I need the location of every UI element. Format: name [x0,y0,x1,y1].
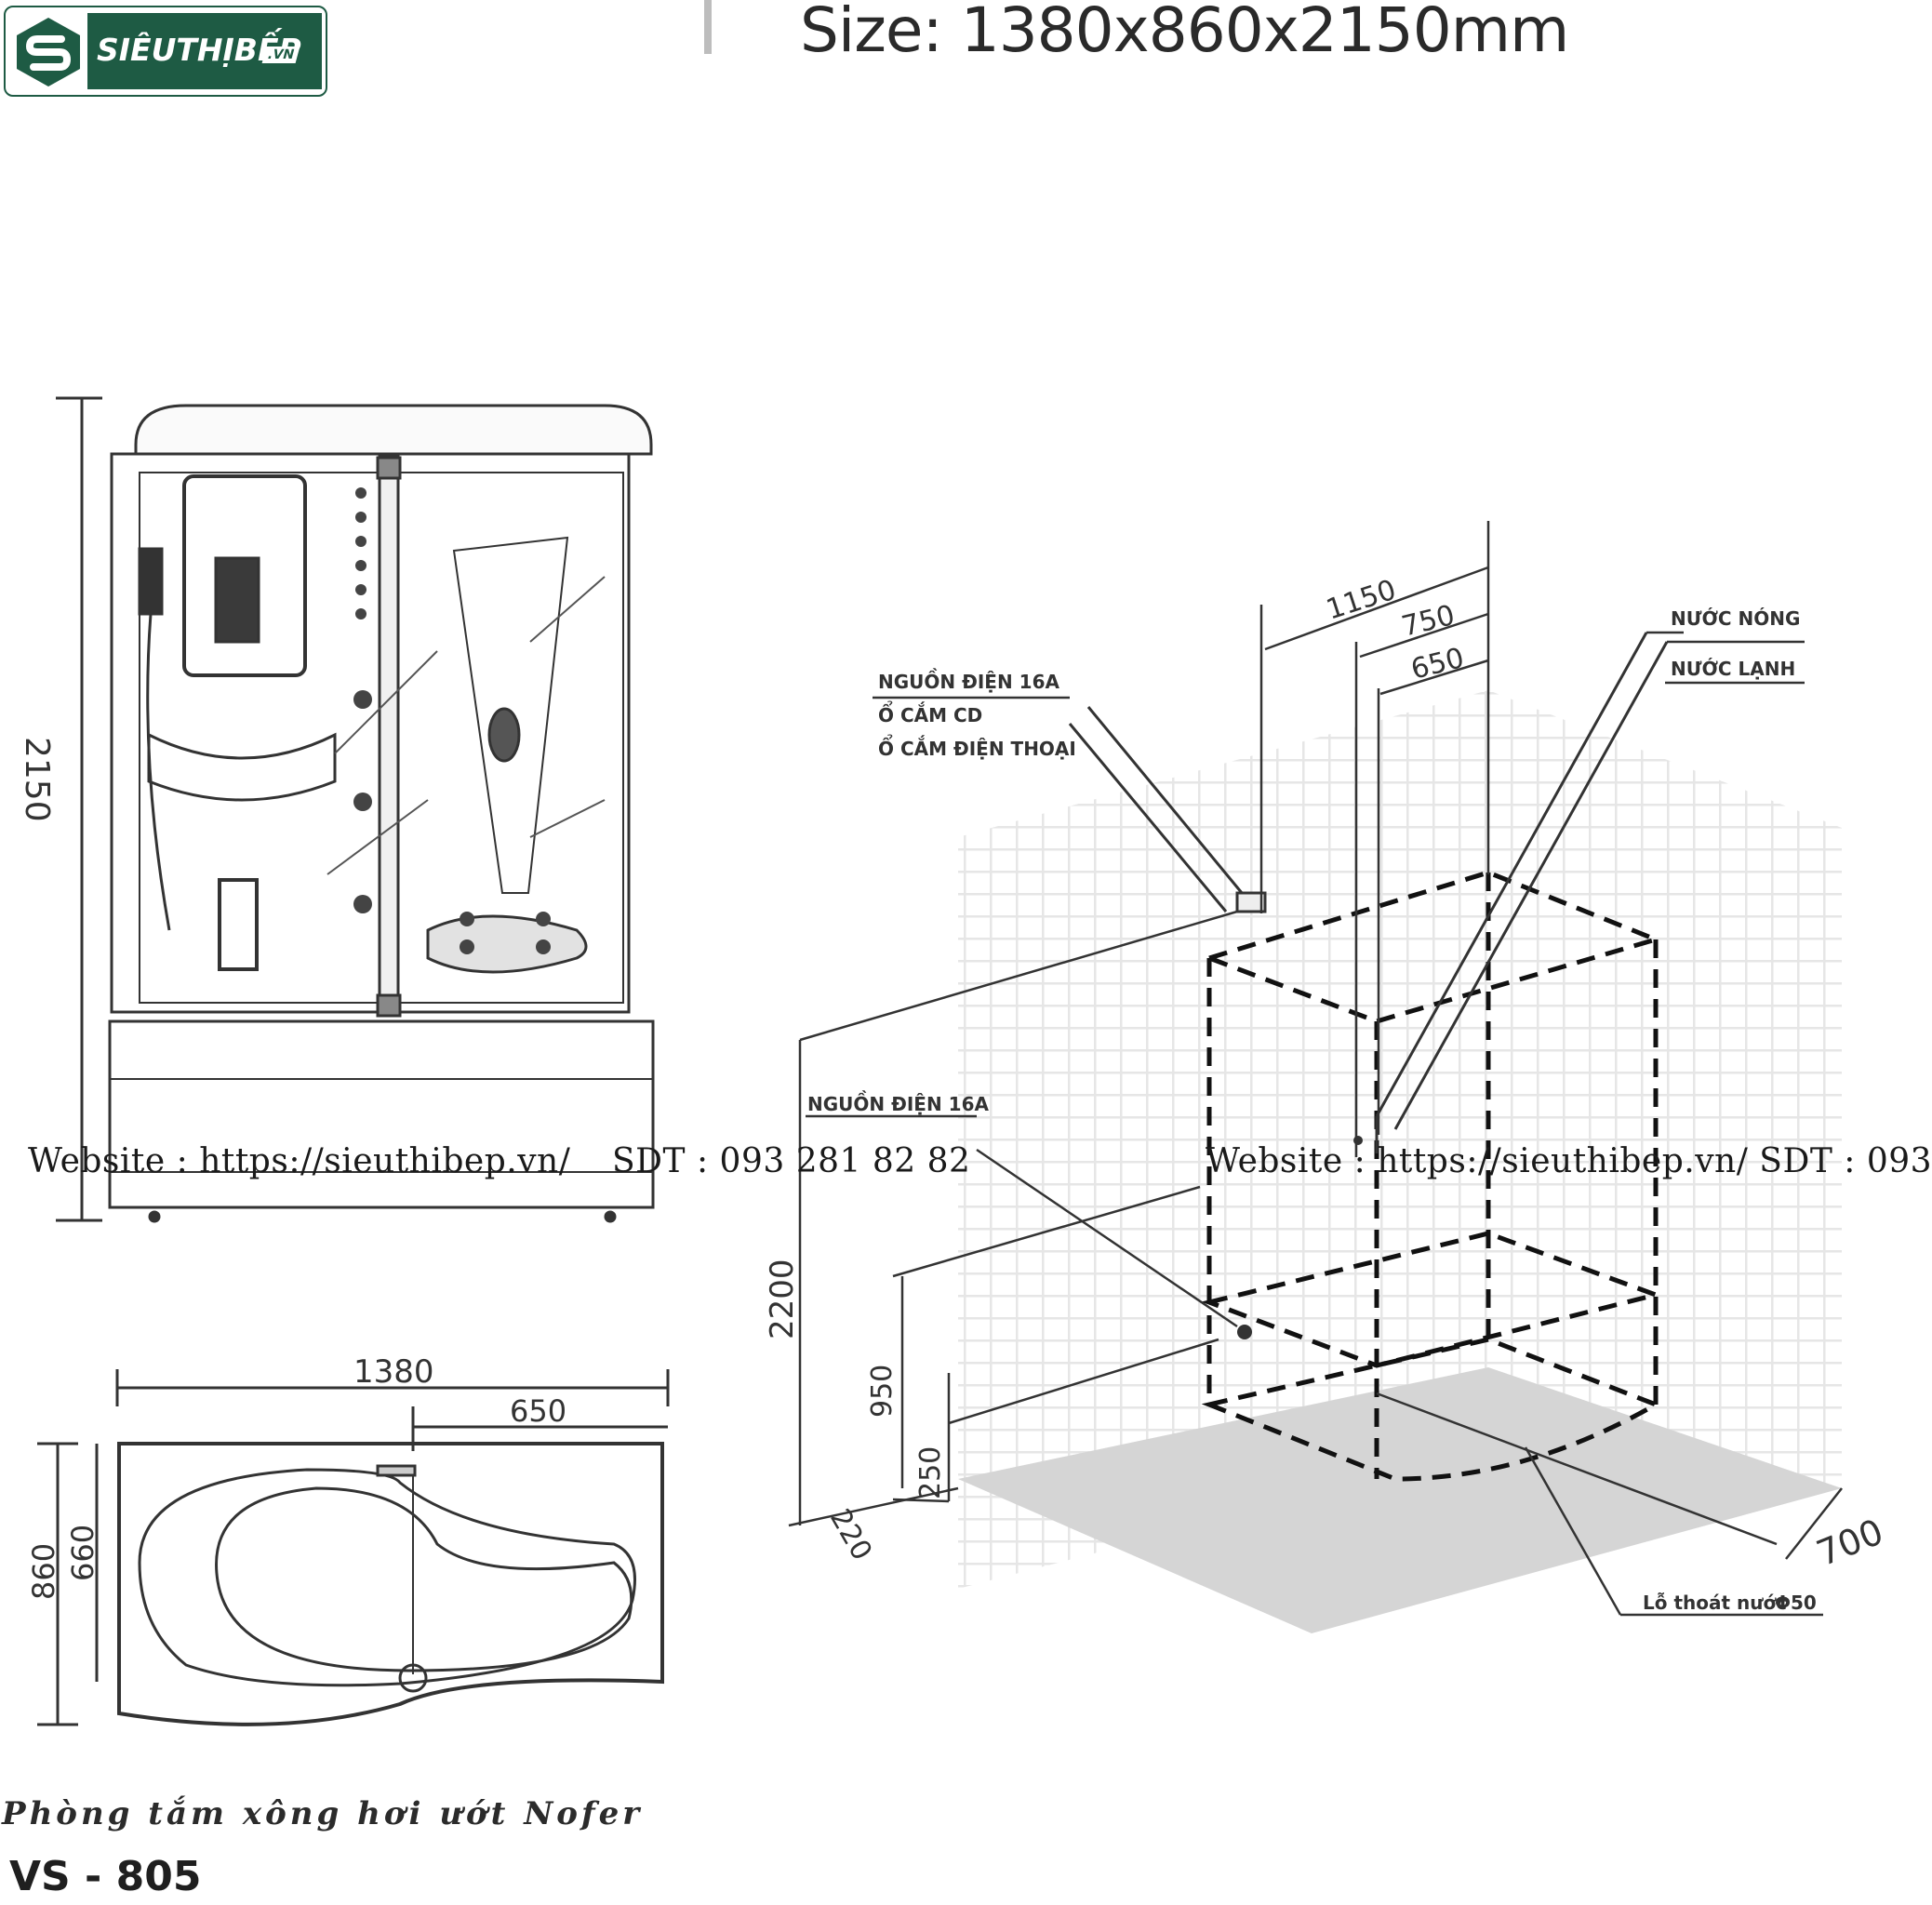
dim-250: 250 [914,1446,947,1499]
front-height-label: 2150 [18,737,56,822]
dim-650: 650 [1407,642,1467,686]
dim-1150: 1150 [1323,574,1400,627]
dim-220: 220 [823,1504,878,1566]
top-offset-label: 650 [510,1393,566,1429]
label-drain-size: Φ50 [1775,1592,1817,1614]
label-drain: Lỗ thoát nước [1643,1592,1787,1614]
label-hot-water: NƯỚC NÓNG [1671,607,1800,630]
top-inner-depth-label: 660 [65,1525,100,1581]
brand-logo[interactable]: SIÊUTHỊBẾP .VN [4,6,327,97]
dim-950: 950 [866,1365,899,1418]
dim-2200: 2200 [764,1259,801,1339]
label-cd-socket: Ổ CẮM CD [878,701,982,726]
front-view [56,396,655,1223]
logo-mark-icon [17,18,80,87]
model-code: VS - 805 [9,1853,202,1900]
product-caption: Phòng tắm xông hơi ướt Nofer [2,1795,644,1832]
dim-750: 750 [1398,599,1458,644]
top-view [37,1369,670,1726]
top-width-label: 1380 [353,1353,434,1391]
iso-view [788,521,1843,1633]
label-power-side: NGUỒN ĐIỆN 16A [807,1091,989,1115]
dim-700: 700 [1811,1511,1889,1574]
label-cold-water: NƯỚC LẠNH [1671,658,1795,680]
page-title: Size: 1380x860x2150mm [800,0,1569,66]
top-depth-label: 860 [26,1543,61,1600]
watermark-left-phone: SDT : 093 281 82 82 [612,1142,971,1180]
label-phone-socket: Ổ CẮM ĐIỆN THOẠI [878,735,1076,760]
label-power-top: NGUỒN ĐIỆN 16A [878,669,1059,693]
title-divider [704,0,712,54]
watermark-left-website: Website : https://sieuthibep.vn/ [28,1142,571,1180]
watermark-right: Website : https://sieuthibep.vn/ SDT : 0… [1206,1142,1932,1180]
